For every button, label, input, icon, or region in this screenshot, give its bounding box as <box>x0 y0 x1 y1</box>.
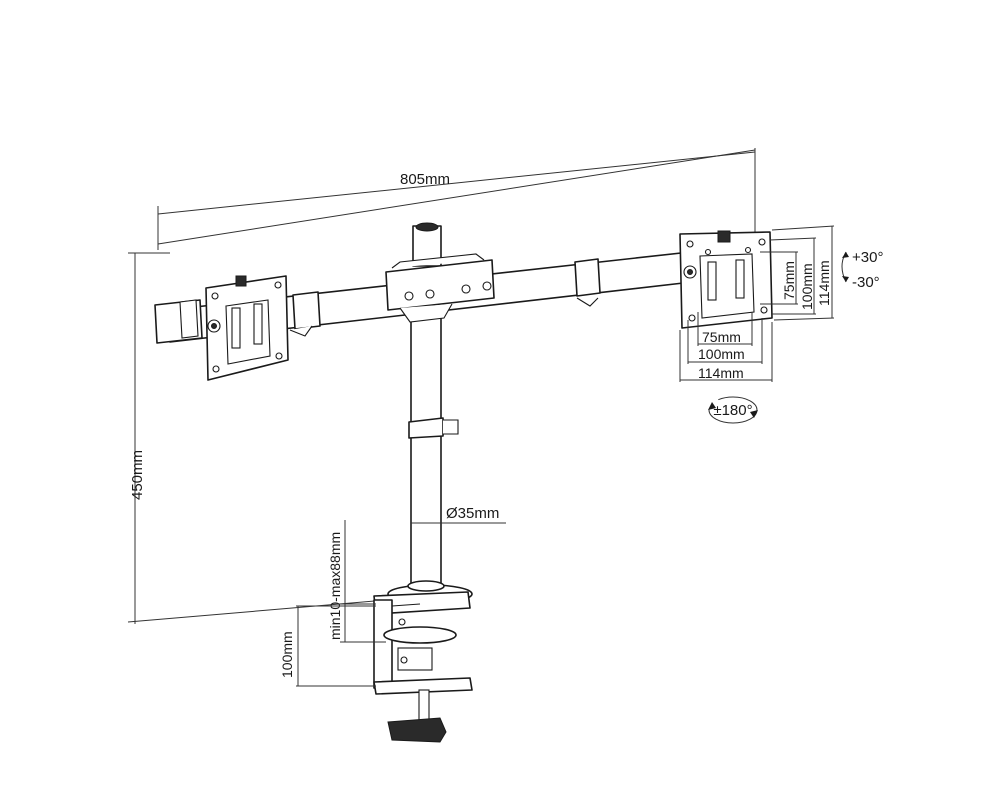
clamp-depth-dimension: 100mm <box>279 605 376 687</box>
rotation-label: ±180° <box>713 402 752 419</box>
center-hub <box>385 253 495 323</box>
tilt-indicator: +30° -30° <box>841 249 883 291</box>
vesa-horizontal-dimensions: 75mm 100mm 114mm <box>679 312 773 382</box>
height-dimension: 450mm <box>127 252 411 624</box>
vesa-h-100-label: 100mm <box>698 346 745 362</box>
tilt-down-label: -30° <box>852 274 880 291</box>
tilt-up-label: +30° <box>852 249 883 266</box>
pole-diameter-label: Ø35mm <box>446 505 499 522</box>
pole <box>408 222 459 591</box>
vesa-h-114-label: 114mm <box>698 365 744 381</box>
desk-thickness-dimension: min10-max88mm <box>327 520 386 643</box>
vesa-v-114-label: 114mm <box>816 260 832 306</box>
left-vesa-plate <box>205 275 289 381</box>
vesa-v-75-label: 75mm <box>781 261 797 300</box>
height-label: 450mm <box>129 450 146 500</box>
pole-diameter-dimension: Ø35mm <box>411 505 506 524</box>
vesa-vertical-dimensions: 75mm 100mm 114mm <box>760 225 835 321</box>
right-vesa-plate <box>679 230 773 329</box>
width-label: 805mm <box>400 171 450 188</box>
width-dimension: 805mm <box>157 148 756 250</box>
rotation-indicator: ±180° <box>708 396 758 424</box>
vesa-v-100-label: 100mm <box>799 263 815 310</box>
clamp-depth-label: 100mm <box>279 631 295 678</box>
vesa-h-75-label: 75mm <box>702 329 741 345</box>
desk-thickness-label: min10-max88mm <box>327 532 343 640</box>
desk-clamp <box>373 580 473 743</box>
